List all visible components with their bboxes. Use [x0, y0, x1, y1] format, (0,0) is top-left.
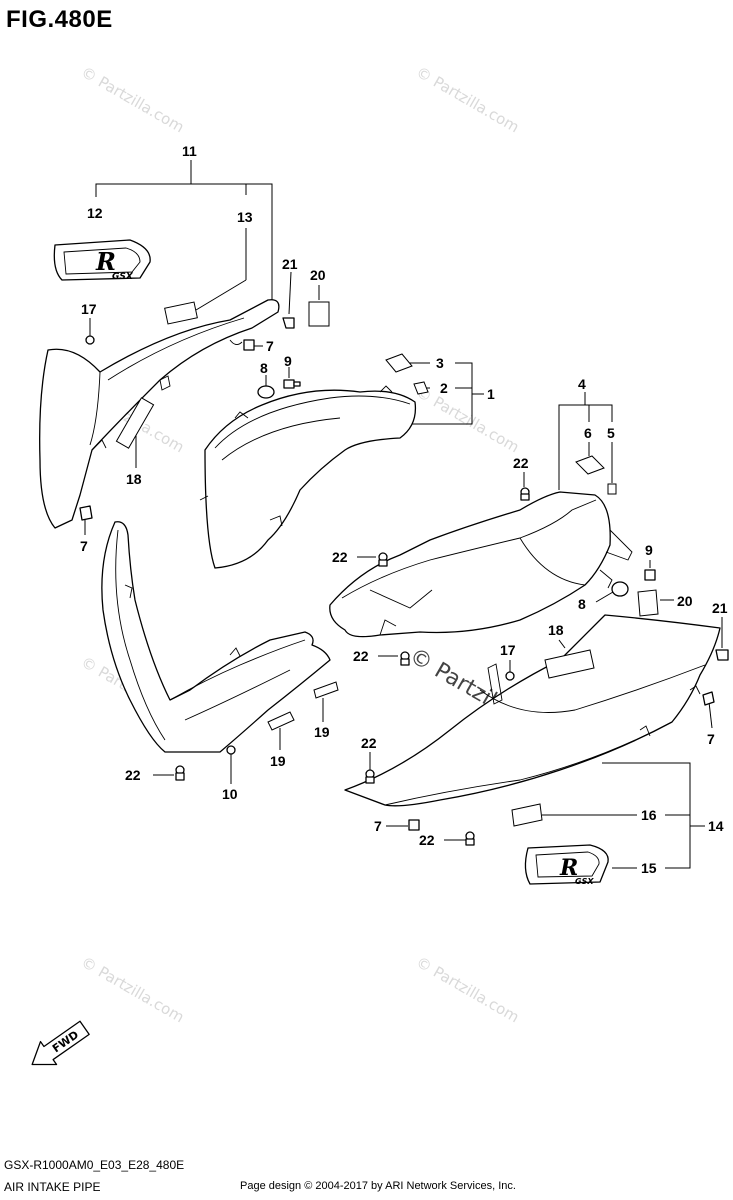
watermark: © Partzilla.com	[78, 63, 187, 136]
watermark: © Partzilla.com	[413, 383, 522, 456]
logo-letter: R	[559, 855, 578, 881]
part-21-clip-right[interactable]	[715, 649, 729, 661]
part-19-label-1[interactable]	[267, 711, 295, 731]
callout-7[interactable]: 7	[707, 731, 715, 747]
part-11-upper-cowl[interactable]	[39, 299, 280, 529]
part-1-air-intake-pipe[interactable]	[199, 385, 417, 569]
callout-22[interactable]: 22	[125, 767, 141, 783]
part-9-bolt-right[interactable]	[644, 569, 656, 581]
part-2-label[interactable]	[413, 381, 429, 395]
callout-2[interactable]: 2	[440, 380, 448, 396]
callout-3[interactable]: 3	[436, 355, 444, 371]
part-21-clip-top[interactable]	[282, 317, 295, 329]
part-10-lower-left-cowl[interactable]	[101, 521, 331, 753]
callout-7[interactable]: 7	[80, 538, 88, 554]
callout-18[interactable]: 18	[548, 622, 564, 638]
logo-subtext: GSX	[575, 877, 594, 886]
part-10-fastener[interactable]	[226, 745, 236, 755]
model-code: GSX-R1000AM0_E03_E28_480E	[4, 1158, 185, 1172]
callout-22[interactable]: 22	[419, 832, 435, 848]
part-22-clip-bottom-1[interactable]	[365, 769, 375, 784]
callout-16[interactable]: 16	[641, 807, 657, 823]
callout-17[interactable]: 17	[500, 642, 516, 658]
part-20-label-top[interactable]	[308, 301, 330, 327]
part-13-label[interactable]	[164, 301, 198, 325]
part-8-grommet-top[interactable]	[257, 385, 275, 399]
callout-18[interactable]: 18	[126, 471, 142, 487]
callout-13[interactable]: 13	[237, 209, 253, 225]
callout-1[interactable]: 1	[487, 386, 495, 402]
callout-9[interactable]: 9	[284, 353, 292, 369]
callout-11[interactable]: 11	[182, 143, 197, 159]
callout-20[interactable]: 20	[677, 593, 693, 609]
part-18-label-left[interactable]	[115, 397, 155, 449]
callout-7[interactable]: 7	[374, 818, 382, 834]
watermark: © Partzilla.com	[413, 63, 522, 136]
logo-letter: R	[95, 247, 116, 276]
right-air-duct[interactable]	[329, 491, 633, 638]
part-3-label[interactable]	[385, 353, 413, 373]
part-20-label-right[interactable]	[637, 589, 659, 617]
part-17-screw-top[interactable]	[85, 335, 95, 345]
watermark: © Partzilla.com	[413, 953, 522, 1026]
part-12-logo-decal[interactable]: R GSX	[53, 239, 151, 282]
part-16-label[interactable]	[511, 803, 543, 827]
part-18-label-middle[interactable]	[544, 649, 595, 679]
callout-22[interactable]: 22	[353, 648, 369, 664]
part-19-label-2[interactable]	[313, 681, 339, 699]
section-name: AIR INTAKE PIPE	[4, 1180, 101, 1194]
logo-subtext: GSX	[112, 272, 134, 282]
part-22-clip-mid-3[interactable]	[400, 651, 410, 666]
callout-22[interactable]: 22	[332, 549, 348, 565]
callout-8[interactable]: 8	[260, 360, 268, 376]
callout-8[interactable]: 8	[578, 596, 586, 612]
part-14-lower-right-cowl[interactable]	[344, 614, 721, 807]
part-6-label[interactable]	[575, 455, 605, 475]
part-8-grommet-right[interactable]	[611, 581, 629, 597]
part-22-clip-mid-2[interactable]	[378, 552, 388, 567]
figure-title: FIG.480E	[6, 6, 113, 33]
callout-21[interactable]: 21	[282, 256, 298, 272]
page-credit: Page design © 2004-2017 by ARI Network S…	[240, 1180, 516, 1192]
watermark: © Partzilla.com	[78, 953, 187, 1026]
part-9-bolt-top[interactable]	[283, 379, 301, 389]
callout-5[interactable]: 5	[607, 425, 615, 441]
callout-20[interactable]: 20	[310, 267, 326, 283]
callout-22[interactable]: 22	[513, 455, 529, 471]
callout-22[interactable]: 22	[361, 735, 377, 751]
callout-19[interactable]: 19	[314, 724, 330, 740]
part-22-clip-mid-1[interactable]	[520, 487, 530, 501]
callout-4[interactable]: 4	[578, 376, 586, 392]
callout-9[interactable]: 9	[645, 542, 653, 558]
part-22-clip-bottom-left[interactable]	[175, 765, 185, 781]
part-7-nut-bottom[interactable]	[408, 819, 420, 831]
part-7-nut-left[interactable]	[79, 505, 93, 521]
callout-12[interactable]: 12	[87, 205, 103, 221]
part-15-logo-decal[interactable]: R GSX	[524, 844, 609, 886]
part-22-clip-bottom-2[interactable]	[465, 831, 475, 846]
callout-7[interactable]: 7	[266, 338, 274, 354]
fwd-arrow-icon: FWD	[31, 1020, 90, 1066]
part-7-nut-right[interactable]	[702, 691, 715, 706]
callout-6[interactable]: 6	[584, 425, 592, 441]
callout-14[interactable]: 14	[708, 818, 724, 834]
callout-10[interactable]: 10	[222, 786, 238, 802]
part-17-screw-middle[interactable]	[505, 671, 515, 681]
part-7-nut-top[interactable]	[243, 339, 255, 351]
callout-19[interactable]: 19	[270, 753, 286, 769]
callout-15[interactable]: 15	[641, 860, 657, 876]
callout-17[interactable]: 17	[81, 301, 97, 317]
callouts: 11 12 13 21 20 17 7 8 9 3 2 1 4 6 5 18 2…	[80, 143, 728, 876]
part-5-label[interactable]	[607, 483, 617, 495]
callout-21[interactable]: 21	[712, 600, 728, 616]
leader-lines	[84, 160, 723, 869]
